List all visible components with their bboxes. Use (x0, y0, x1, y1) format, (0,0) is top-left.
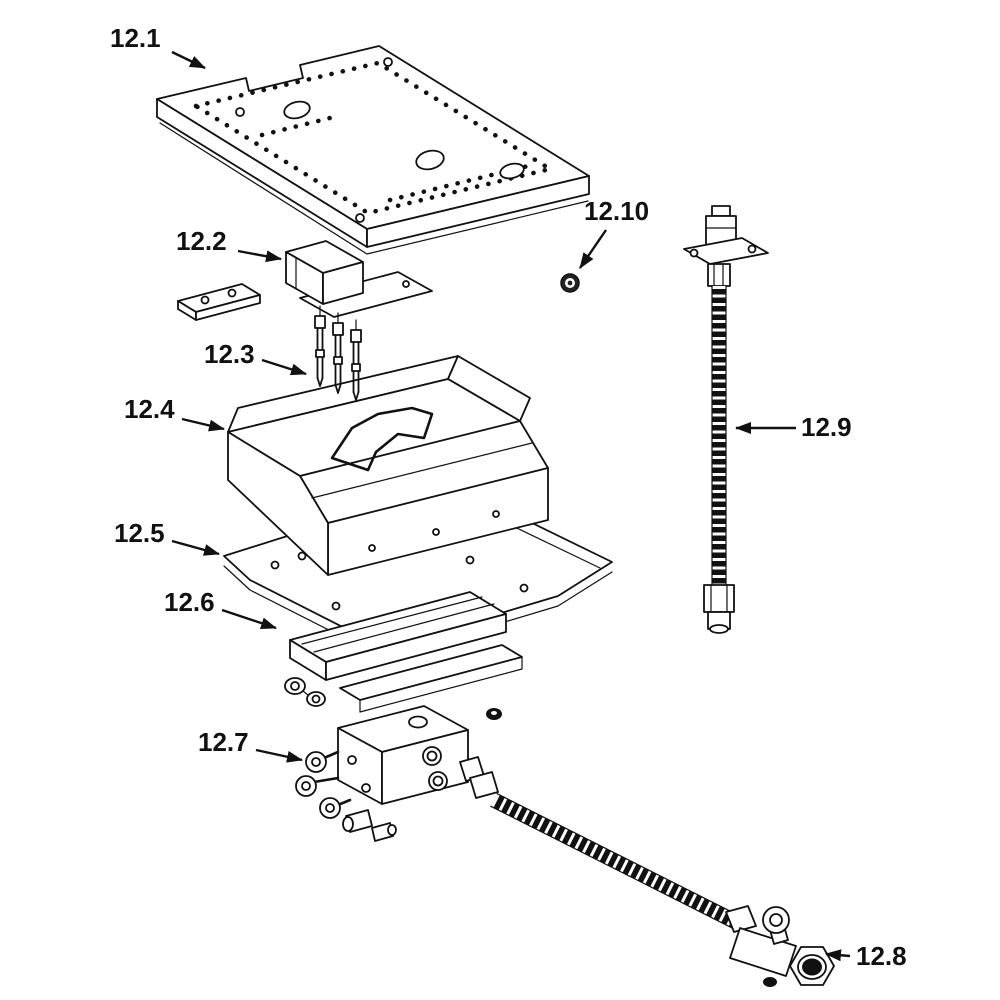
callout-label: 12.9 (801, 412, 852, 442)
part-top-plate (156, 45, 590, 255)
orifice-tube (350, 319, 362, 401)
callout-label: 12.5 (114, 518, 165, 548)
outlet-fitting (459, 756, 499, 799)
callout-label: 12.7 (198, 727, 249, 757)
callout-label: 12.6 (164, 587, 215, 617)
callout-label: 12.8 (856, 941, 907, 971)
callout-12-6: 12.6 (164, 587, 277, 630)
dark-nut (486, 708, 502, 720)
orifice-tube (332, 312, 344, 394)
callout-12-9: 12.9 (735, 412, 852, 442)
callout-12-5: 12.5 (114, 518, 220, 556)
mount-bracket (299, 271, 433, 318)
callout-label: 12.1 (110, 23, 161, 53)
part-nut (560, 273, 580, 293)
part-supply-hose (490, 793, 835, 987)
valve-knobs (295, 750, 352, 819)
part-control-box (177, 240, 433, 321)
orifice-tube (314, 305, 326, 387)
callout-12-2: 12.2 (176, 226, 282, 263)
callouts: 12.1 12.2 12.3 12.4 12.5 12.6 12.7 12.8 (110, 23, 907, 971)
part-burner-housing (227, 355, 549, 576)
callout-label: 12.2 (176, 226, 227, 256)
housing-cutout (330, 406, 434, 472)
callout-12-10: 12.10 (579, 196, 649, 269)
part-orifice-tubes (314, 305, 362, 401)
callout-12-4: 12.4 (124, 394, 225, 432)
callout-label: 12.4 (124, 394, 175, 424)
callout-12-8: 12.8 (825, 941, 907, 971)
part-support-bar (284, 591, 523, 720)
part-flex-hose (683, 205, 769, 634)
callout-12-7: 12.7 (198, 727, 303, 763)
callout-12-3: 12.3 (204, 339, 307, 376)
hex-fitting (284, 677, 326, 707)
callout-label: 12.10 (584, 196, 649, 226)
part-valve-manifold (295, 705, 499, 842)
callout-12-1: 12.1 (110, 23, 206, 70)
hose-end-valve (729, 906, 835, 987)
bottom-fittings (342, 809, 397, 842)
callout-label: 12.3 (204, 339, 255, 369)
